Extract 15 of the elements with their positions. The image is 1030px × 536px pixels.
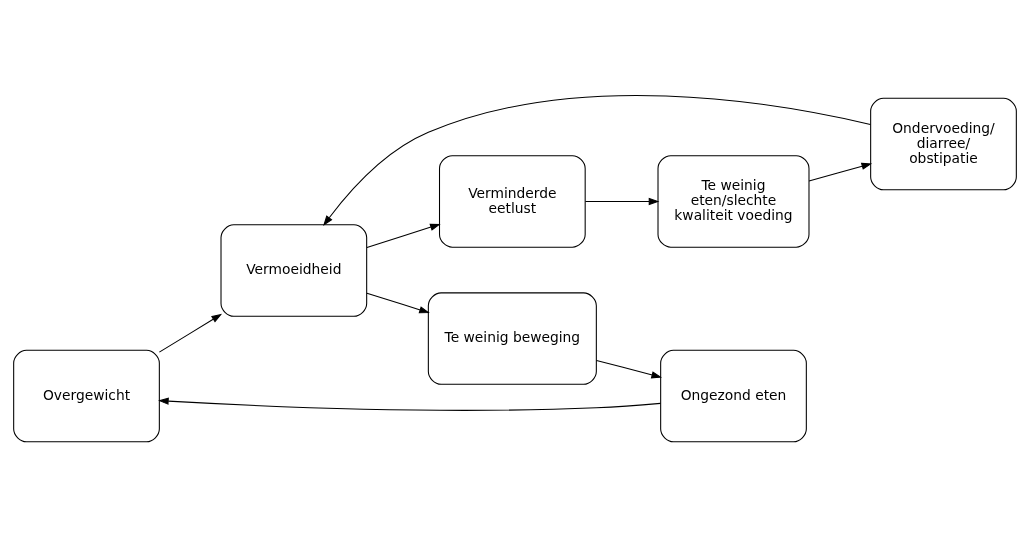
arrow	[366, 292, 430, 313]
node-box: Vermoeidheid	[220, 223, 368, 317]
node-box: Te weinig beweging	[427, 291, 597, 385]
node-box: Te weinig eten/slechte kwaliteit voeding	[657, 154, 810, 248]
node-box: Ondervoeding/ diarree/ obstipatie	[870, 97, 1017, 190]
arrow	[596, 359, 662, 378]
arrow	[158, 313, 223, 353]
arrow	[808, 162, 873, 181]
node-box: Ongezond eten	[660, 349, 807, 442]
node-box: Verminderde eetlust	[439, 154, 586, 248]
arrow	[366, 223, 441, 248]
arrow	[158, 396, 661, 411]
arrow	[323, 94, 871, 226]
node-box: Overgewicht	[13, 349, 160, 442]
arrow	[584, 197, 660, 205]
